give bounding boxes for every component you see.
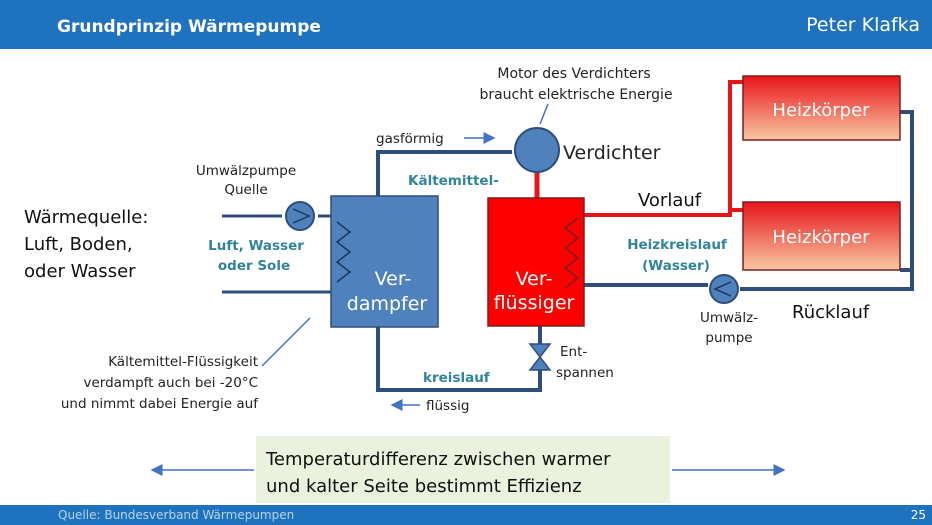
radiator-1-label: Heizkörper (772, 100, 870, 121)
kreislauf-label: kreislauf (423, 370, 490, 386)
motor-label-1: Motor des Verdichters (497, 66, 650, 82)
cold-pipes (376, 150, 542, 392)
verdichter-label: Verdichter (563, 142, 661, 164)
medium-label-2: oder Sole (218, 258, 290, 274)
heating-pump-label-2: pumpe (705, 330, 752, 346)
source-pump-label-2: Quelle (224, 182, 267, 198)
slide-title: Grundprinzip Wärmepumpe (57, 17, 321, 37)
heat-source-label-1: Wärmequelle: (24, 207, 148, 228)
evaporator-label-1: Ver- (375, 268, 412, 290)
heating-circuit-label-1: Heizkreislauf (627, 237, 727, 253)
heat-source-label-2: Luft, Boden, (24, 234, 133, 255)
evaporator-box (330, 195, 439, 328)
footer-bar: Quelle: Bundesverband Wärmepumpen 25 (0, 505, 932, 525)
condenser-box (487, 197, 585, 327)
medium-label-1: Luft, Wasser (208, 238, 304, 254)
condenser-label-1: Ver- (516, 268, 553, 290)
ruecklauf-pipes (584, 110, 914, 291)
expansion-label-1: Ent- (560, 344, 587, 360)
liquid-pointer-line (261, 317, 311, 367)
condenser-label-2: flüssiger (494, 292, 575, 314)
radiator-2-label: Heizkörper (772, 227, 870, 248)
evaporator-coil-icon (335, 221, 352, 283)
radiator-2 (742, 201, 901, 271)
evaporator-label-2: dampfer (347, 293, 428, 315)
temp-note-line-1: Temperaturdifferenz zwischen warmer (265, 449, 611, 470)
radiator-1 (742, 75, 901, 141)
temp-note-line-2: und kalter Seite bestimmt Effizienz (266, 476, 582, 497)
kaeltemittel-label: Kältemittel- (408, 173, 499, 189)
gasfoermig-label: gasförmig (376, 131, 444, 147)
source-citation: Quelle: Bundesverband Wärmepumpen (58, 508, 295, 522)
heat-source-label-3: oder Wasser (24, 261, 136, 282)
motor-label-2: braucht elektrische Energie (479, 87, 672, 103)
fluid-note-2: verdampft auch bei -20°C (83, 375, 258, 391)
fluid-note-1: Kältemittel-Flüssigkeit (108, 354, 258, 370)
ruecklauf-label: Rücklauf (792, 302, 870, 323)
motor-pointer-line (539, 103, 549, 125)
fluessig-label: flüssig (426, 398, 469, 414)
heating-pump-label-1: Umwälz- (700, 310, 758, 326)
temp-note-box (256, 436, 670, 503)
heating-circuit-label-2: (Wasser) (642, 258, 710, 274)
expansion-label-2: spannen (556, 365, 614, 381)
header-bar: Grundprinzip Wärmepumpe Peter Klafka (0, 0, 932, 49)
slide-author: Peter Klafka (806, 14, 920, 36)
page-number: 25 (910, 508, 926, 522)
vorlauf-label: Vorlauf (638, 190, 702, 211)
expansion-valve-icon (528, 343, 552, 371)
condenser-coil-icon (563, 217, 580, 289)
source-pipes (222, 214, 331, 294)
compressor-icon (514, 127, 560, 173)
fluid-note-3: und nimmt dabei Energie auf (61, 396, 259, 412)
vorlauf-pipes (584, 80, 743, 217)
source-pump-label-1: Umwälzpumpe (196, 163, 296, 179)
